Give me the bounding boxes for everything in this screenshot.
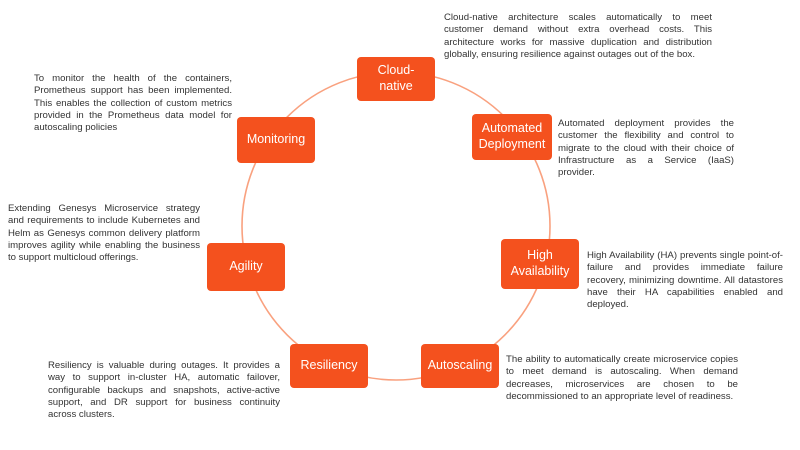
description-automated-deployment: Automated deployment provides the custom… — [558, 118, 734, 179]
description-cloud-native: Cloud-native architecture scales automat… — [444, 12, 712, 60]
description-autoscaling: The ability to automatically create micr… — [506, 354, 738, 402]
node-high-availability-label: High Availability — [510, 248, 570, 278]
description-high-availability: High Availability (HA) prevents single p… — [587, 250, 783, 311]
node-automated-deployment: Automated Deployment — [472, 114, 552, 160]
node-high-availability: High Availability — [501, 239, 579, 289]
node-resiliency: Resiliency — [290, 344, 368, 388]
node-cloud-native-label: Cloud-native — [377, 63, 415, 93]
node-autoscaling-label: Autoscaling — [427, 358, 493, 373]
description-monitoring: To monitor the health of the containers,… — [34, 73, 232, 134]
description-resiliency: Resiliency is valuable during outages. I… — [48, 360, 280, 421]
node-monitoring-label: Monitoring — [246, 132, 306, 147]
node-autoscaling: Autoscaling — [421, 344, 499, 388]
node-agility: Agility — [207, 243, 285, 291]
node-automated-deployment-label: Automated Deployment — [478, 121, 546, 151]
description-agility: Extending Genesys Microservice strategy … — [8, 203, 200, 264]
node-agility-label: Agility — [229, 259, 263, 274]
node-cloud-native: Cloud-native — [357, 57, 435, 101]
node-resiliency-label: Resiliency — [300, 358, 358, 373]
node-monitoring: Monitoring — [237, 117, 315, 163]
